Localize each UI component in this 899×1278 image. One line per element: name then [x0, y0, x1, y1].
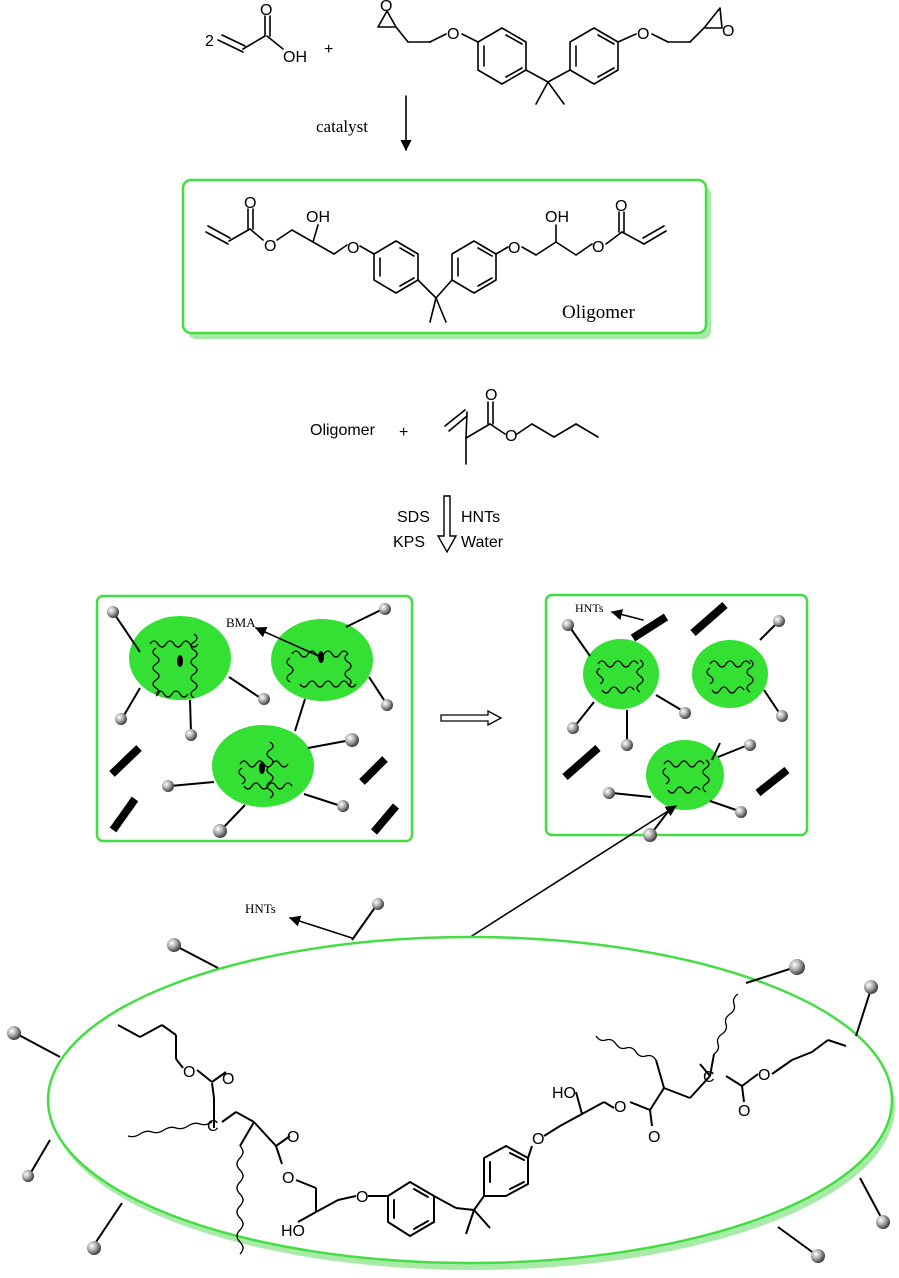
copolymer-structure: [117, 993, 847, 1255]
ester-o-4: O: [758, 1067, 770, 1084]
bisphenol-a-diglycidyl-ether: [377, 7, 723, 105]
oligomer-o-6: O: [615, 198, 627, 215]
condition-kps: KPS: [393, 534, 425, 551]
epoxide-o-left: O: [380, 0, 392, 15]
hnts-label-bottom: HNTs: [245, 901, 276, 916]
condition-hnts: HNTs: [461, 509, 500, 526]
acrylic-acid-oh: OH: [283, 49, 307, 66]
ester-o-1: O: [183, 1064, 195, 1081]
bma-ester-o: O: [505, 428, 517, 445]
hnt-sticks-right: [562, 615, 788, 842]
carbonyl-o-2: O: [287, 1129, 299, 1146]
acrylic-acid: [217, 15, 284, 53]
hnt-rods-right: [562, 601, 790, 797]
ether-o-right: O: [637, 26, 649, 43]
condition-sds: SDS: [397, 509, 430, 526]
epoxide-o-right: O: [722, 23, 734, 40]
hnt-rods-left: [109, 745, 400, 835]
bma-label: BMA: [226, 615, 256, 630]
plus-sign-2: +: [399, 424, 408, 441]
droplet: [646, 740, 724, 810]
reaction-arrow-2: [436, 495, 458, 554]
plus-sign-1: +: [324, 41, 333, 58]
quaternary-c-left: C: [207, 1118, 219, 1135]
carbonyl-o-4: O: [738, 1103, 750, 1120]
oligomer-structure: [205, 208, 667, 323]
hydroxyl-ho-right: HO: [552, 1085, 576, 1102]
catalyst-label: catalyst: [316, 117, 368, 136]
emulsion-box-right: HNTs: [544, 593, 809, 842]
condition-water: Water: [461, 534, 504, 551]
reaction-1: 2 O OH +: [205, 0, 734, 152]
carbonyl-o-1: O: [222, 1071, 234, 1088]
hnt-sticks-left: [107, 603, 393, 838]
reaction-2: Oligomer + O O SDS KPS HNTs Water: [310, 387, 599, 554]
oligomer-o-5: O: [592, 239, 604, 256]
hnts-label-right: HNTs: [575, 601, 604, 615]
carbonyl-o-3: O: [648, 1129, 660, 1146]
hnts-arrow-right: [610, 609, 644, 621]
oligomer-o-2: O: [264, 238, 276, 255]
transition-arrow: [440, 709, 503, 727]
quaternary-c-right: C: [703, 1069, 715, 1086]
oligomer-o-1: O: [244, 195, 256, 212]
bma-arrow: [254, 626, 322, 658]
oligomer-o-3: O: [347, 240, 359, 257]
acrylic-acid-coefficient: 2: [205, 33, 214, 50]
emulsion-box-left: BMA: [95, 594, 414, 843]
butyl-methacrylate: [444, 401, 599, 465]
ether-o-3: O: [356, 1189, 368, 1206]
zoom-arrow: [463, 805, 677, 942]
droplet: [692, 640, 768, 708]
ester-o-3: O: [614, 1099, 626, 1116]
monomer-dot: [259, 762, 265, 774]
oligomer-o-4: O: [508, 240, 520, 257]
hnt-sticks-bottom: [7, 898, 890, 1263]
ether-o-4: O: [532, 1131, 544, 1148]
oligomer-reactant: Oligomer: [310, 422, 376, 439]
ester-o-2: O: [282, 1170, 294, 1187]
hnts-arrow-bottom: [288, 915, 353, 939]
oligomer-oh-left: OH: [306, 209, 330, 226]
ether-o-left: O: [447, 26, 459, 43]
hydroxyl-ho-left: HO: [281, 1223, 305, 1240]
enlarged-particle: HNTs: [7, 898, 895, 1270]
oligomer-label: Oligomer: [562, 302, 635, 323]
monomer-dot: [177, 655, 183, 667]
acrylic-acid-carbonyl-o: O: [260, 2, 272, 19]
bma-carbonyl-o: O: [485, 387, 497, 404]
droplet: [583, 639, 659, 709]
oligomer-box: O O OH O O OH O O Oligomer: [181, 178, 711, 339]
oligomer-oh-right: OH: [545, 209, 569, 226]
